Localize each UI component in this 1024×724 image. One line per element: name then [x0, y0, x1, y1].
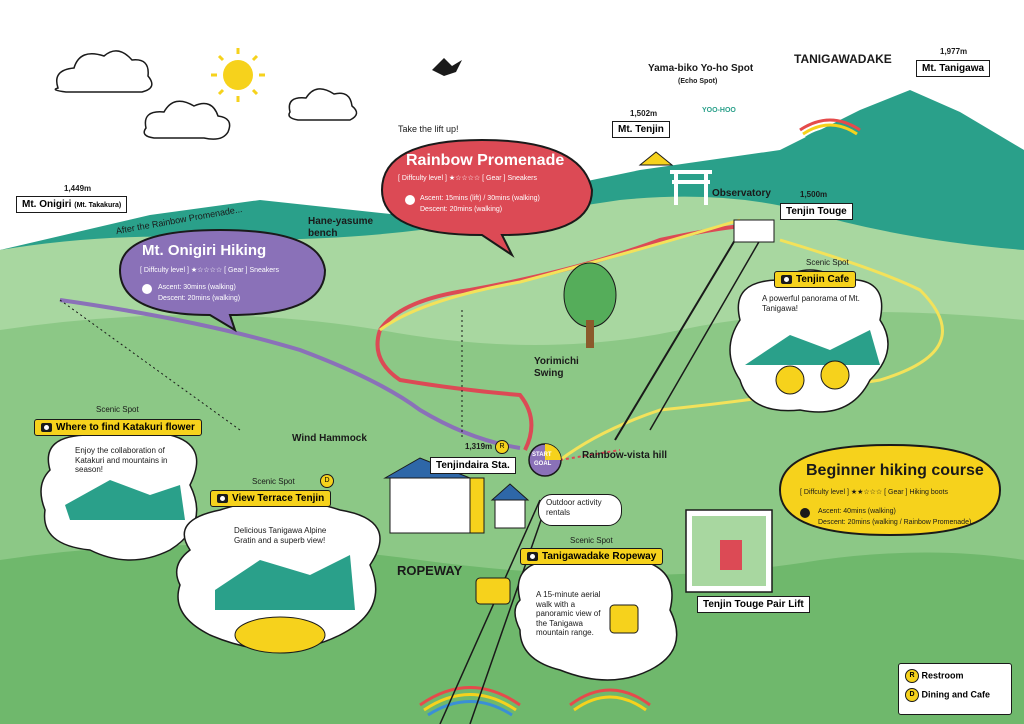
- echo-spot-subtitle: (Echo Spot): [678, 78, 718, 85]
- katakuri-tag: Where to find Katakuri flower: [34, 419, 202, 436]
- onigiri-hiking-difficulty: [ Diffculty level ] ★☆☆☆☆ [ Gear ] Sneak…: [140, 267, 280, 274]
- terrace-tag: View Terrace Tenjin: [210, 490, 332, 507]
- grass-bottom: [0, 545, 1024, 724]
- restroom-icon: R: [905, 669, 919, 683]
- panorama-scene: [65, 480, 185, 520]
- wind-hammock-label: Wind Hammock: [292, 433, 367, 444]
- ropeway-gondola: [475, 577, 511, 605]
- hane-yasume-label: Hane-yasume bench: [308, 216, 374, 239]
- mt-tenjin-elevation: 1,502m: [630, 109, 658, 118]
- ropeway-text: A 15-minute aerial walk with a panoramic…: [536, 590, 601, 638]
- onigiri-trail: [59, 298, 521, 450]
- onigiri-hiking-ascent: Ascent: 30mins (walking): [158, 284, 236, 291]
- yorimichi-swing-label: Yorimichi Swing: [534, 356, 579, 379]
- beginner-course-title: Beginner hiking course: [806, 462, 984, 479]
- tenjin-cafe-tag: Tenjin Cafe: [774, 271, 857, 288]
- echo-spot-title: Yama-biko Yo-ho Spot: [648, 63, 754, 74]
- legend-restroom: Restroom: [921, 670, 964, 681]
- beginner-trail: [559, 238, 944, 462]
- rainbow-icon: [419, 118, 861, 717]
- scenic-spot-label: Scenic Spot: [570, 536, 613, 545]
- onigiri-bubble: [118, 228, 327, 333]
- cloud-icon: [54, 50, 358, 140]
- mt-tenjin-label: Mt. Tenjin: [612, 121, 670, 138]
- clock-icon: [405, 195, 415, 205]
- mt-tanigawa-label: Mt. Tanigawa: [916, 60, 991, 77]
- rainbow-promenade-difficulty: [ Diffculty level ] ★☆☆☆☆ [ Gear ] Sneak…: [398, 175, 538, 182]
- legend: R Restroom D Dining and Cafe: [898, 663, 1012, 715]
- pair-lift-cable: [649, 239, 761, 431]
- outdoor-rentals-label: Outdoor activity rentals: [546, 498, 602, 517]
- scenic-spot-label: Scenic Spot: [96, 405, 139, 414]
- katakuri-text: Enjoy the collaboration of Katakuri and …: [75, 446, 168, 475]
- mt-onigiri-elevation: 1,449m: [64, 184, 92, 193]
- bird-icon: [432, 58, 462, 76]
- tenjindaira-label: Tenjindaira Sta.: [430, 457, 516, 474]
- pair-lift-label: Tenjin Touge Pair Lift: [697, 596, 810, 613]
- tanigawadake-label: TANIGAWADAKE: [794, 52, 892, 66]
- camera-icon: [41, 422, 52, 432]
- tenjin-touge-elevation: 1,500m: [800, 190, 828, 199]
- tenjindaira-elevation: 1,319m: [465, 442, 493, 451]
- dining-icon: D: [905, 688, 919, 702]
- observatory-label: Observatory: [712, 188, 771, 199]
- beginner-course-difficulty: [ Diffculty level ] ★★☆☆☆ [ Gear ] Hikin…: [800, 489, 948, 496]
- rainbow-promenade-return: [375, 329, 534, 451]
- coffee-cup-icon: [775, 365, 805, 395]
- terrace-text: Delicious Tanigawa Alpine Gratin and a s…: [234, 526, 327, 545]
- beginner-course-ascent: Ascent: 40mins (walking): [818, 508, 896, 515]
- scenic-spot-label: Scenic Spot: [252, 477, 295, 486]
- tenjin-touge-label: Tenjin Touge: [780, 203, 853, 220]
- start-label: START: [532, 452, 552, 458]
- ropeway-cable: [469, 499, 549, 724]
- rainbow-promenade-bubble: [380, 138, 594, 258]
- clock-icon: [142, 284, 152, 294]
- tenjin-cafe-text: A powerful panorama of Mt. Tanigawa!: [762, 294, 860, 313]
- goal-label: GOAL: [534, 461, 552, 467]
- gratin-dish: [234, 616, 326, 654]
- dining-icon: D: [320, 472, 334, 490]
- torii-gate: [670, 170, 712, 205]
- onigiri-hiking-title: Mt. Onigiri Hiking: [142, 242, 267, 259]
- panorama-scene: [745, 330, 880, 365]
- ropeway-cable: [439, 499, 541, 724]
- clock-icon: [800, 508, 810, 518]
- onigiri-hiking-descent: Descent: 20mins (walking): [158, 295, 241, 302]
- rainbow-promenade-ascent: Ascent: 15mins (lift) / 30mins (walking): [420, 195, 540, 202]
- rainbow-vista-label: Rainbow-vista hill: [582, 450, 668, 461]
- lift-chair-icon: [609, 604, 639, 634]
- beginner-bubble: [778, 443, 1002, 537]
- outdoor-bubble: [538, 494, 622, 526]
- panorama-scene: [215, 555, 355, 610]
- shrine-icon: [638, 151, 674, 166]
- rainbow-promenade-title: Rainbow Promenade: [406, 152, 565, 169]
- observatory-building: [733, 219, 775, 243]
- camera-icon: [781, 274, 792, 284]
- take-lift-text: Take the lift up!: [398, 124, 459, 134]
- ropeway-tag: Tanigawadake Ropeway: [520, 548, 664, 565]
- tree-icon: [563, 262, 617, 348]
- leader-line: [59, 299, 241, 431]
- scenic-spot-label: Scenic Spot: [806, 258, 849, 267]
- dotted-path: [559, 449, 621, 461]
- camera-icon: [217, 493, 228, 503]
- beginner-course-descent: Descent: 20mins (walking / Rainbow Prome…: [818, 519, 972, 526]
- yoo-hoo-text: YOO-HOO: [702, 107, 736, 114]
- ropeway-label: ROPEWAY: [397, 563, 463, 578]
- pair-lift-cable: [614, 239, 736, 441]
- sun-icon: [211, 48, 265, 102]
- yellow-trail: [379, 218, 741, 332]
- restroom-icon: R: [495, 438, 509, 456]
- mt-tanigawa-elevation: 1,977m: [940, 47, 968, 56]
- rainbow-promenade-descent: Descent: 20mins (walking): [420, 206, 503, 213]
- mt-onigiri-label: Mt. Onigiri (Mt. Takakura): [16, 196, 128, 213]
- coffee-cup-icon: [820, 360, 850, 390]
- camera-icon: [527, 551, 538, 561]
- legend-dining: Dining and Cafe: [921, 689, 991, 700]
